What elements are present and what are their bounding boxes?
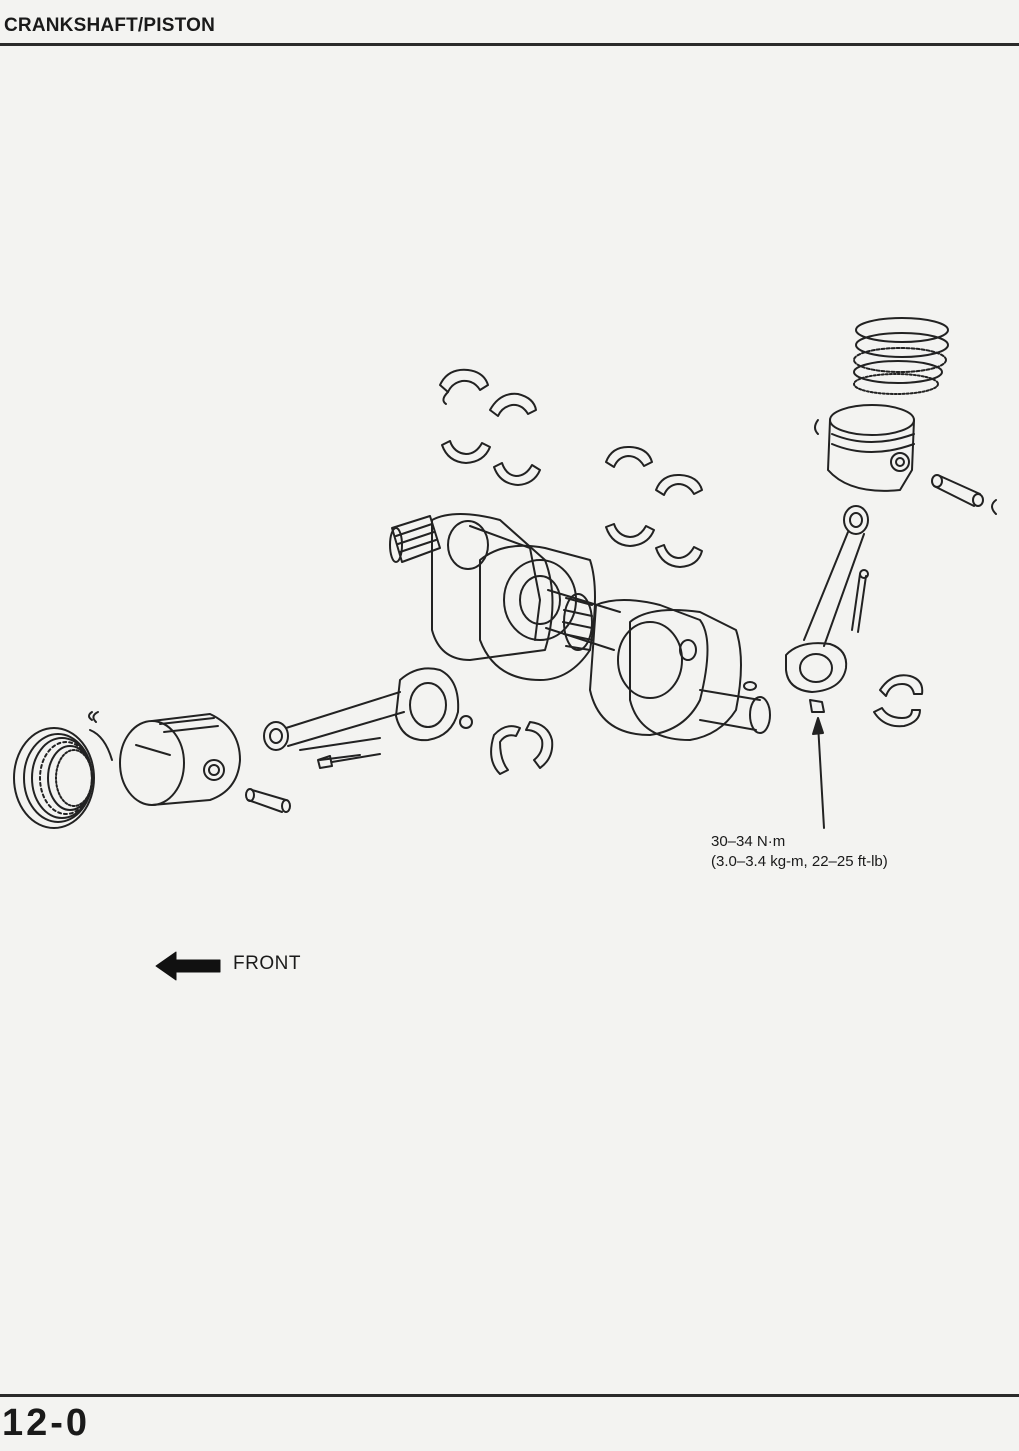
piston-assembly-right — [814, 317, 997, 515]
torque-spec-nm: 30–34 N·m — [711, 833, 786, 850]
torque-leader — [812, 717, 825, 829]
page-number: 12-0 — [2, 1402, 91, 1444]
piston-assembly-left — [13, 711, 291, 829]
piston-pin-clip-left — [92, 711, 99, 723]
header-divider — [0, 43, 1019, 46]
footer-divider — [0, 1394, 1019, 1397]
connecting-rod-right — [785, 505, 924, 728]
torque-spec: 30–34 N·m (3.0–3.4 kg-m, 22–25 ft-lb) — [711, 832, 888, 872]
crankshaft — [389, 513, 771, 741]
main-bearing-shells-left — [439, 368, 541, 486]
connecting-rod-left — [263, 667, 473, 769]
rod-bearing-shells — [490, 721, 554, 775]
front-arrow-icon — [155, 951, 221, 981]
torque-spec-alt-units: (3.0–3.4 kg-m, 22–25 ft-lb) — [711, 853, 888, 870]
main-bearing-shells-center — [605, 445, 703, 568]
front-direction-label: FRONT — [233, 953, 301, 974]
section-title: CRANKSHAFT/PISTON — [4, 15, 215, 36]
